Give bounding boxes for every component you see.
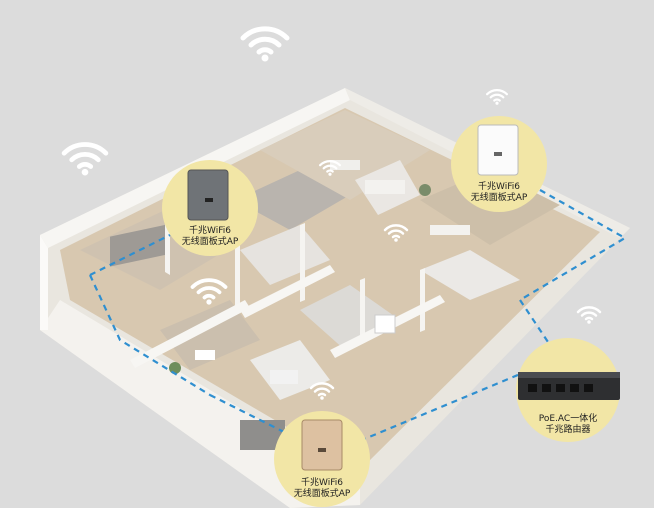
ap-white-label-line1: 千兆WiFi6	[478, 182, 520, 192]
ap-gray-label-line1: 千兆WiFi6	[189, 226, 231, 236]
ap-gray-label: 千兆WiFi6 无线面板式AP	[175, 226, 245, 248]
wifi-icon	[64, 144, 106, 175]
ap-gold-label: 千兆WiFi6 无线面板式AP	[287, 478, 357, 500]
router-label-line1: PoE.AC一体化	[538, 414, 598, 424]
router-callout	[516, 338, 620, 442]
router-label-line2: 千兆路由器	[545, 425, 591, 435]
ap-white-label: 千兆WiFi6 无线面板式AP	[464, 182, 534, 204]
ap-gold-callout	[274, 411, 370, 507]
ap-gold-label-line2: 无线面板式AP	[293, 489, 351, 499]
wifi-icon	[243, 29, 287, 62]
wifi-icon	[576, 306, 602, 325]
ap-gold-label-line1: 千兆WiFi6	[301, 478, 343, 488]
ap-white-label-line2: 无线面板式AP	[470, 193, 528, 203]
ap-white-callout	[451, 116, 547, 212]
wifi-icon	[485, 88, 509, 106]
ap-gray-label-line2: 无线面板式AP	[181, 237, 239, 247]
router-label: PoE.AC一体化 千兆路由器	[525, 414, 611, 436]
ap-gray-callout	[162, 160, 258, 256]
